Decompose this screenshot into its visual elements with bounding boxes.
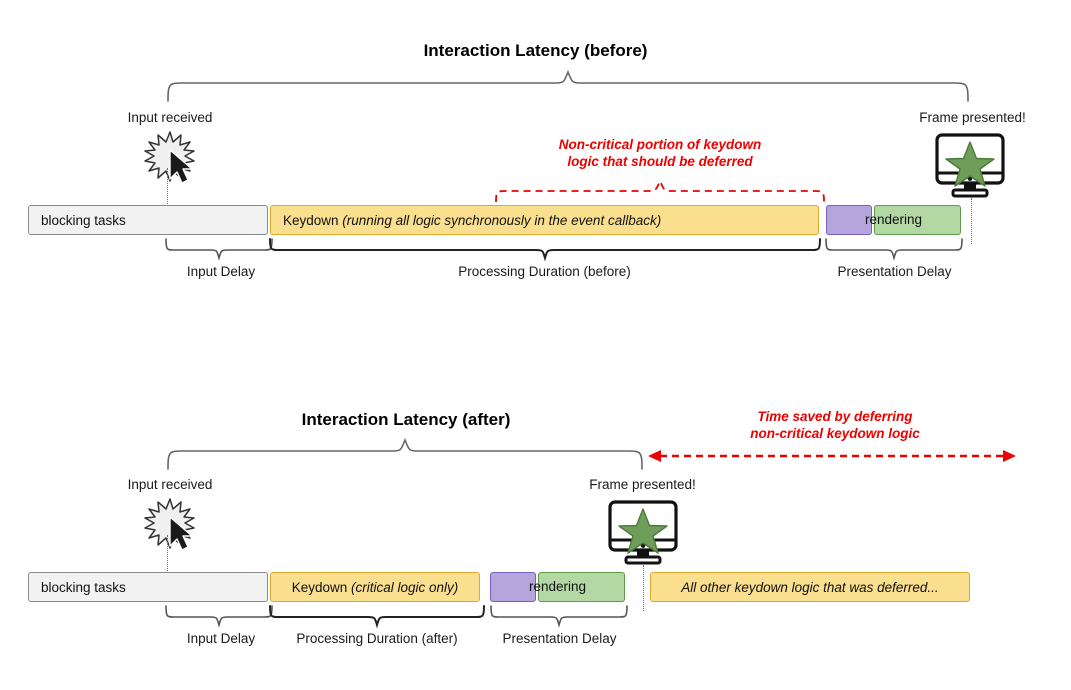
processing-duration-bracket-before <box>269 238 821 262</box>
red-annotation-before-line2: logic that should be deferred <box>567 154 753 169</box>
phase-label-input-delay-before: Input Delay <box>186 264 256 279</box>
red-annotation-after-line2: non-critical keydown logic <box>750 426 920 441</box>
phase-label-input-delay-after: Input Delay <box>186 631 256 646</box>
red-annotation-after-line1: Time saved by deferring <box>757 409 913 424</box>
non-critical-portion-bracket <box>495 178 825 203</box>
input-delay-bracket-after <box>165 605 273 628</box>
bar-presentation-purple-after[interactable] <box>490 572 536 602</box>
input-guide-line-after <box>167 535 168 579</box>
diagram-after-title: Interaction Latency (after) <box>301 410 511 429</box>
red-annotation-before: Non-critical portion of keydown logic th… <box>490 136 830 170</box>
bar-keydown-after-label-italic: (critical logic only) <box>351 579 459 595</box>
bar-deferred-work-after[interactable]: All other keydown logic that was deferre… <box>650 572 970 602</box>
bar-rendering-green-before[interactable] <box>874 205 961 235</box>
input-delay-bracket-before <box>165 238 273 261</box>
bar-keydown-before-label-plain: Keydown <box>283 212 343 228</box>
interaction-latency-before-bracket <box>167 69 969 102</box>
bar-blocking-tasks-before[interactable]: blocking tasks <box>28 205 268 235</box>
bar-keydown-before-label: Keydown (running all logic synchronously… <box>271 213 661 228</box>
frame-guide-line-after <box>643 565 644 611</box>
bar-rendering-green-after[interactable] <box>538 572 625 602</box>
bar-keydown-after-label: Keydown (critical logic only) <box>271 580 479 595</box>
phase-label-processing-duration-after: Processing Duration (after) <box>296 631 458 646</box>
frame-presented-label-after: Frame presented! <box>589 477 696 492</box>
diagram-before-title: Interaction Latency (before) <box>423 41 648 60</box>
red-annotation-after: Time saved by deferring non-critical key… <box>660 408 1010 442</box>
time-saved-arrow <box>648 450 1016 462</box>
red-annotation-before-line1: Non-critical portion of keydown <box>558 137 762 152</box>
bar-keydown-before[interactable]: Keydown (running all logic synchronously… <box>270 205 819 235</box>
bar-deferred-work-after-label: All other keydown logic that was deferre… <box>681 579 939 595</box>
input-received-label-before: Input received <box>127 110 213 125</box>
presentation-delay-bracket-after <box>490 605 628 628</box>
mouse-cursor-icon <box>169 516 193 551</box>
interaction-latency-after-bracket <box>167 437 643 470</box>
input-guide-line-before <box>167 168 168 212</box>
phase-label-processing-duration-before: Processing Duration (before) <box>458 264 631 279</box>
monitor-star-icon <box>608 500 678 565</box>
bar-blocking-tasks-before-label: blocking tasks <box>41 212 126 228</box>
phase-label-presentation-delay-before: Presentation Delay <box>837 264 952 279</box>
input-received-label-after: Input received <box>127 477 213 492</box>
bar-blocking-tasks-after-label: blocking tasks <box>41 579 126 595</box>
frame-presented-label-before: Frame presented! <box>919 110 1026 125</box>
presentation-delay-bracket-before <box>825 238 963 261</box>
bar-keydown-after[interactable]: Keydown (critical logic only) <box>270 572 480 602</box>
mouse-cursor-icon <box>169 149 193 184</box>
processing-duration-bracket-after <box>269 605 485 629</box>
monitor-star-icon <box>935 133 1005 198</box>
phase-label-presentation-delay-after: Presentation Delay <box>502 631 617 646</box>
bar-keydown-before-label-italic: (running all logic synchronously in the … <box>342 212 662 228</box>
bar-keydown-after-label-plain: Keydown <box>291 579 351 595</box>
bar-blocking-tasks-after[interactable]: blocking tasks <box>28 572 268 602</box>
frame-guide-line-before <box>971 198 972 244</box>
bar-presentation-purple-before[interactable] <box>826 205 872 235</box>
